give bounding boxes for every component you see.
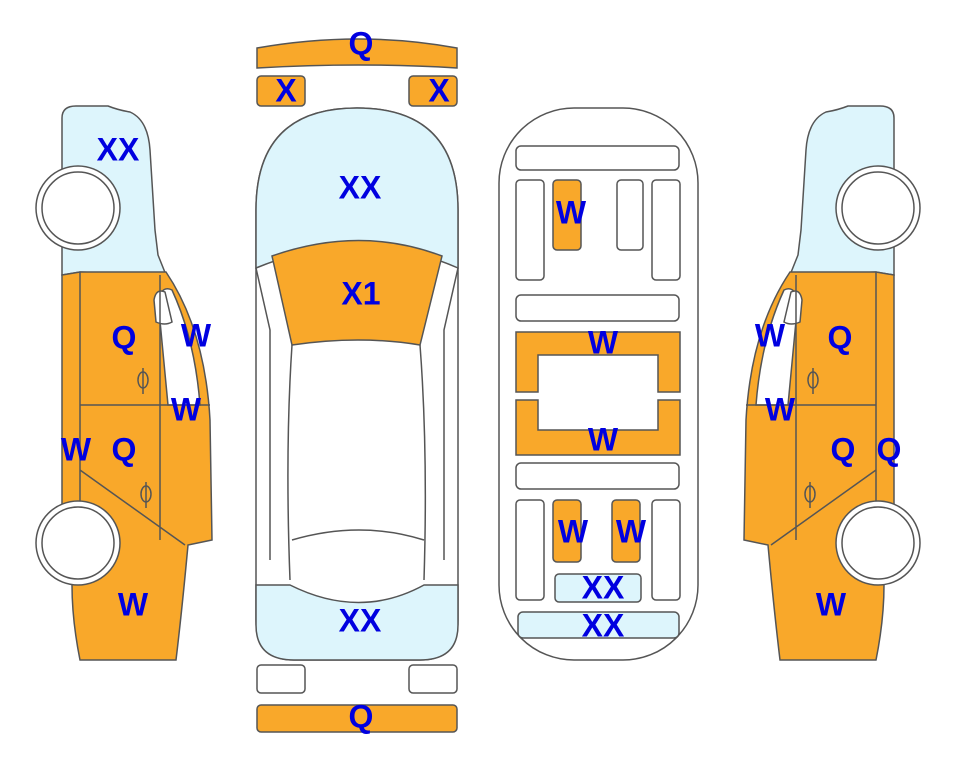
windshield-panel[interactable]: [271, 239, 443, 346]
damage-label[interactable]: X: [428, 72, 450, 108]
underbody-frame[interactable]: [515, 331, 681, 393]
right-side-labels: W Q W Q Q W: [755, 317, 902, 622]
damage-label[interactable]: W: [181, 317, 212, 353]
damage-label[interactable]: Q: [112, 431, 137, 467]
damage-label[interactable]: W: [616, 513, 647, 549]
damage-label[interactable]: W: [755, 317, 786, 353]
damage-label[interactable]: W: [558, 513, 589, 549]
underbody-part[interactable]: [552, 179, 582, 251]
car-underbody-view: [498, 107, 699, 661]
top-view-labels: Q X X XX X1 XX Q: [275, 25, 450, 734]
car-top-view: [255, 38, 459, 733]
right-headlight[interactable]: [408, 75, 458, 107]
rear-window-panel[interactable]: [255, 584, 459, 661]
door-handle-icon: [137, 368, 149, 394]
damage-label[interactable]: Q: [349, 698, 374, 734]
damage-label[interactable]: XX: [582, 569, 625, 605]
damage-label[interactable]: Q: [349, 25, 374, 61]
left-side-labels: XX Q W W W Q W: [61, 131, 212, 622]
damage-label[interactable]: W: [588, 324, 619, 360]
left-headlight[interactable]: [256, 75, 306, 107]
car-right-side-view: [743, 105, 921, 661]
underbody-part[interactable]: [552, 499, 582, 563]
underbody-labels: W W W W W XX XX: [556, 194, 647, 643]
underbody-part[interactable]: [554, 573, 642, 603]
damage-label[interactable]: XX: [97, 131, 140, 167]
damage-label[interactable]: W: [588, 421, 619, 457]
damage-label[interactable]: W: [118, 586, 149, 622]
damage-label[interactable]: Q: [828, 319, 853, 355]
damage-label[interactable]: W: [816, 586, 847, 622]
damage-label[interactable]: Q: [877, 431, 902, 467]
damage-label[interactable]: XX: [339, 169, 382, 205]
car-left-side-view: [35, 105, 213, 661]
damage-label[interactable]: XX: [339, 602, 382, 638]
damage-label[interactable]: Q: [831, 431, 856, 467]
underbody-part[interactable]: [517, 611, 680, 639]
damage-label[interactable]: W: [765, 391, 796, 427]
front-bumper[interactable]: [256, 38, 458, 69]
right-taillight: [408, 664, 458, 694]
damage-label[interactable]: W: [556, 194, 587, 230]
rear-bumper[interactable]: [256, 704, 458, 733]
damage-label[interactable]: Q: [112, 319, 137, 355]
underbody-frame[interactable]: [515, 399, 681, 456]
left-taillight: [256, 664, 306, 694]
damage-label[interactable]: XX: [582, 607, 625, 643]
damage-label[interactable]: X1: [341, 275, 380, 311]
damage-label[interactable]: W: [61, 431, 92, 467]
door-handle-icon: [140, 482, 152, 508]
underbody-part[interactable]: [611, 499, 641, 563]
damage-label[interactable]: X: [275, 72, 297, 108]
damage-label[interactable]: W: [171, 391, 202, 427]
